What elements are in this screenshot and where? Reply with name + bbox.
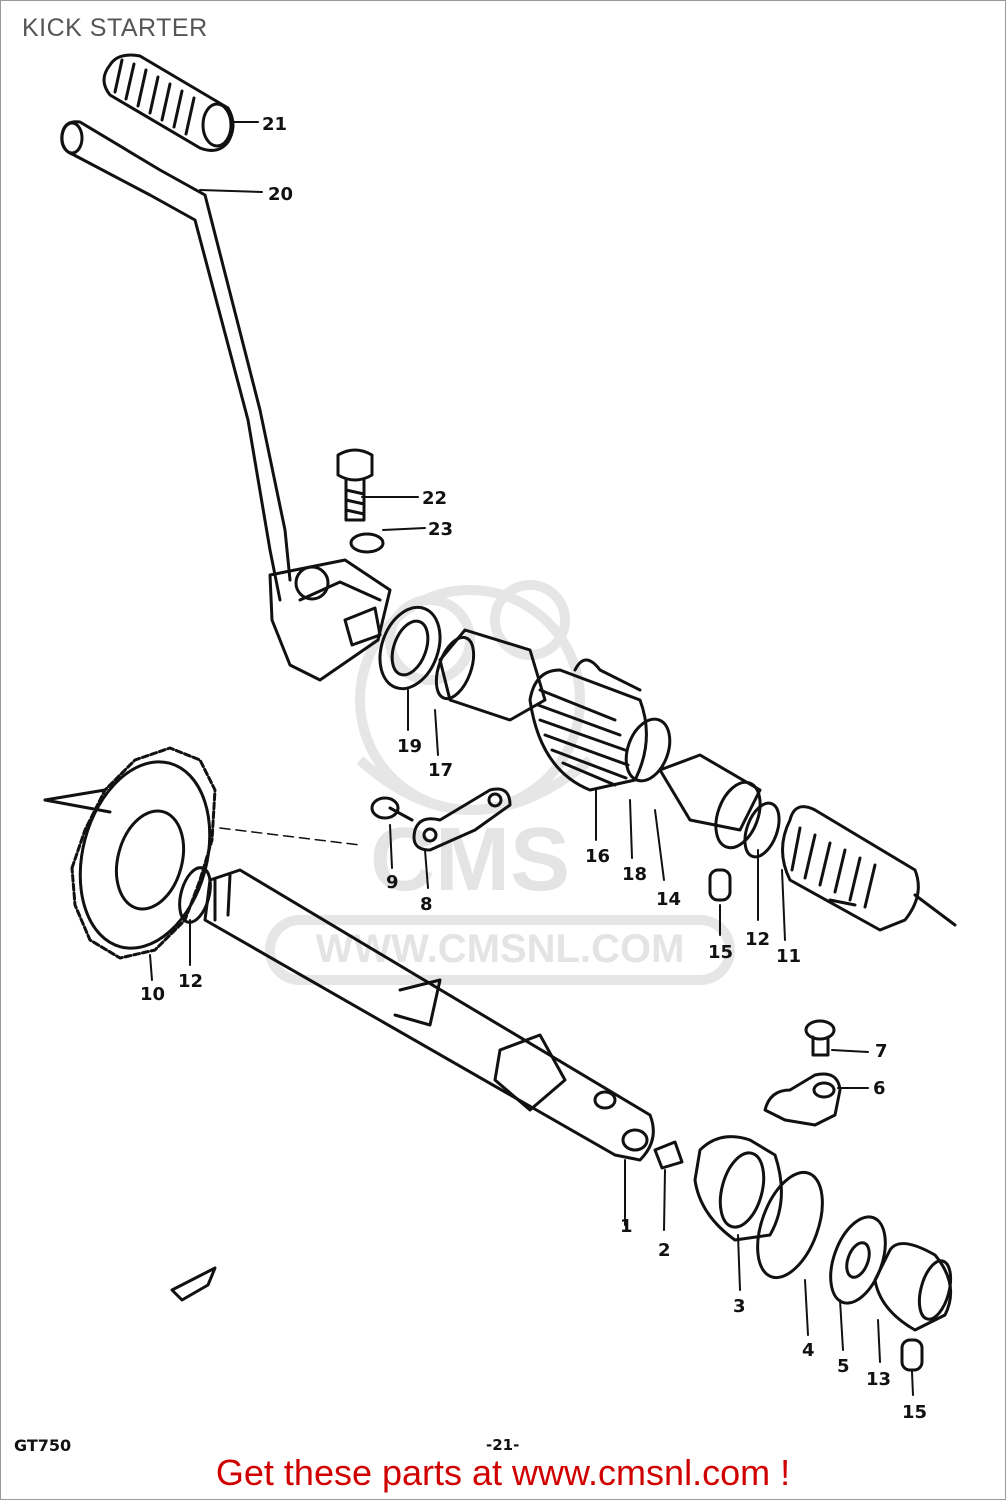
callout-16: 16 xyxy=(585,846,610,867)
leader-lines xyxy=(149,121,914,1396)
callout-12-upper: 12 xyxy=(745,929,770,950)
kick-starter-shaft xyxy=(203,868,655,1162)
callout-14: 14 xyxy=(656,889,681,910)
spring-pin xyxy=(653,1140,684,1170)
callout-15-upper: 15 xyxy=(708,942,733,963)
stopper-screw xyxy=(370,796,414,822)
washer-12-upper xyxy=(743,801,781,859)
thrust-washer xyxy=(714,780,762,850)
shaft-end-cap xyxy=(873,1242,953,1332)
ratchet-spring xyxy=(756,1170,824,1280)
callout-3: 3 xyxy=(733,1296,746,1317)
watermark-logo xyxy=(265,580,735,985)
kick-drive-gear xyxy=(43,746,217,960)
dowel-pin-lower xyxy=(900,1338,924,1372)
spring-washer-hole xyxy=(845,1241,871,1279)
callout-18: 18 xyxy=(622,864,647,885)
callout-5: 5 xyxy=(837,1356,850,1377)
kick-guide xyxy=(763,1072,842,1127)
callout-15-lower: 15 xyxy=(902,1402,927,1423)
callout-9: 9 xyxy=(386,872,399,893)
callout-13: 13 xyxy=(866,1369,891,1390)
shop-parts-link[interactable]: Get these parts at www.cmsnl.com ! xyxy=(215,1452,791,1493)
callout-22: 22 xyxy=(422,488,447,509)
callout-1: 1 xyxy=(620,1216,633,1237)
callout-8: 8 xyxy=(420,894,433,915)
callout-7: 7 xyxy=(875,1041,888,1062)
callout-20: 20 xyxy=(268,184,293,205)
callout-10: 10 xyxy=(140,984,165,1005)
kick-rubber-grip xyxy=(102,53,235,152)
pinch-bolt xyxy=(336,448,374,522)
stopper-plate xyxy=(412,787,512,852)
callout-12-lower: 12 xyxy=(178,971,203,992)
callout-2: 2 xyxy=(658,1240,671,1261)
spline-bushing xyxy=(781,805,957,932)
callout-4: 4 xyxy=(802,1340,815,1361)
assembly-guide-line xyxy=(219,827,361,846)
model-code: GT750 xyxy=(14,1436,72,1455)
page-number: -21- xyxy=(486,1436,520,1454)
callout-17: 17 xyxy=(428,760,453,781)
oil-seal xyxy=(378,605,442,691)
callout-19: 19 xyxy=(397,736,422,757)
front-arrow-icon xyxy=(170,1266,217,1302)
callout-6: 6 xyxy=(873,1078,886,1099)
return-spring xyxy=(528,658,648,792)
spring-guide xyxy=(434,628,547,722)
watermark-url: WWW.CMSNL.COM xyxy=(316,927,685,971)
watermark-brand: CMS xyxy=(370,810,570,910)
dowel-pin-upper xyxy=(708,868,732,902)
callout-11: 11 xyxy=(776,946,801,967)
spring-stop xyxy=(624,717,672,783)
kick-sleeve xyxy=(658,753,762,832)
page-title: KICK STARTER xyxy=(22,14,208,42)
callout-23: 23 xyxy=(428,519,453,540)
bolt-washer xyxy=(349,532,385,554)
guide-screw xyxy=(804,1019,836,1057)
callout-21: 21 xyxy=(262,114,287,135)
kick-lever-arm xyxy=(60,120,392,682)
kick-ratchet xyxy=(693,1135,783,1242)
